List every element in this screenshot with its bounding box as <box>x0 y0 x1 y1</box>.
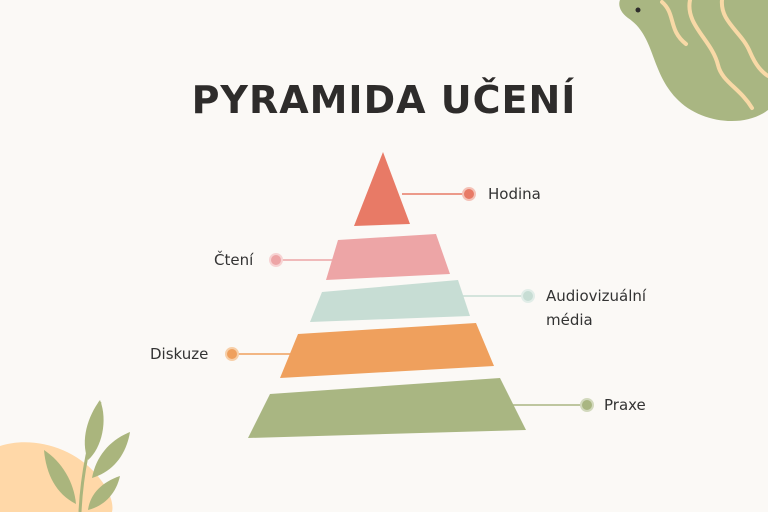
dot-praxe <box>580 398 594 412</box>
label-hodina: Hodina <box>488 185 541 203</box>
label-audiovizualni: Audiovizuální média <box>546 287 647 329</box>
plant-icon <box>44 400 130 512</box>
pyramid <box>248 152 526 438</box>
connector-dots <box>225 187 594 412</box>
pyramid-level-cteni <box>326 234 450 280</box>
connectors <box>232 193 586 406</box>
pyramid-level-praxe <box>248 378 526 438</box>
pyramid-level-diskuze <box>280 323 494 378</box>
label-cteni: Čtení <box>214 251 254 269</box>
page-title: PYRAMIDA UČENÍ <box>191 78 577 122</box>
label-praxe: Praxe <box>604 396 646 414</box>
dot-cteni <box>269 253 283 267</box>
label-diskuze: Diskuze <box>150 345 209 363</box>
pyramid-level-hodina <box>354 152 410 226</box>
dot-hodina <box>462 187 476 201</box>
dot-audiovizualni <box>521 289 535 303</box>
decorative-blob-top-right <box>619 0 768 122</box>
dot-diskuze <box>225 347 239 361</box>
pyramid-level-audiovizualni <box>310 280 470 322</box>
